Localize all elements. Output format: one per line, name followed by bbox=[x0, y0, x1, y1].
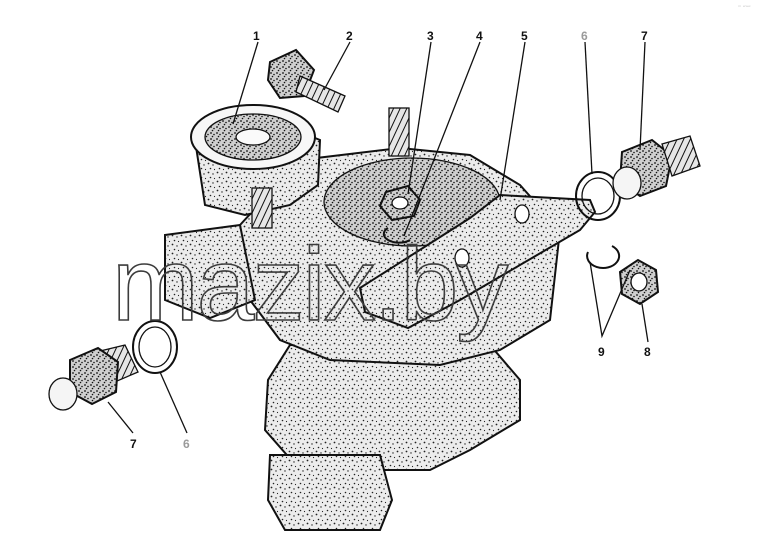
callout-8: 8 bbox=[644, 345, 651, 359]
part-7-fitting-bottom bbox=[48, 344, 139, 411]
part-4-ring bbox=[382, 227, 411, 244]
callout-6-top: 6 bbox=[581, 29, 588, 43]
callout-2: 2 bbox=[346, 29, 353, 43]
callout-4: 4 bbox=[476, 29, 483, 43]
callout-7-top: 7 bbox=[641, 29, 648, 43]
watermark: mazix.by bbox=[112, 227, 508, 343]
callout-1: 1 bbox=[253, 29, 260, 43]
part-6-gasket-bottom bbox=[132, 320, 178, 374]
part-3-nut bbox=[378, 184, 422, 222]
part-2-bolt bbox=[266, 48, 346, 113]
callout-3: 3 bbox=[427, 29, 434, 43]
callout-6-bottom: 6 bbox=[183, 437, 190, 451]
leader-lines bbox=[107, 41, 649, 434]
callout-5: 5 bbox=[521, 29, 528, 43]
callout-9: 9 bbox=[598, 345, 605, 359]
part-1-cup bbox=[190, 104, 316, 170]
part-5-bracket bbox=[358, 193, 597, 330]
part-9-spring-washer bbox=[586, 245, 621, 269]
part-8-nut bbox=[618, 258, 660, 306]
part-7-fitting-top bbox=[612, 135, 701, 200]
corner-mark: ʳⁿ ʷʷʷ bbox=[738, 5, 751, 11]
callout-7-bottom: 7 bbox=[130, 437, 137, 451]
